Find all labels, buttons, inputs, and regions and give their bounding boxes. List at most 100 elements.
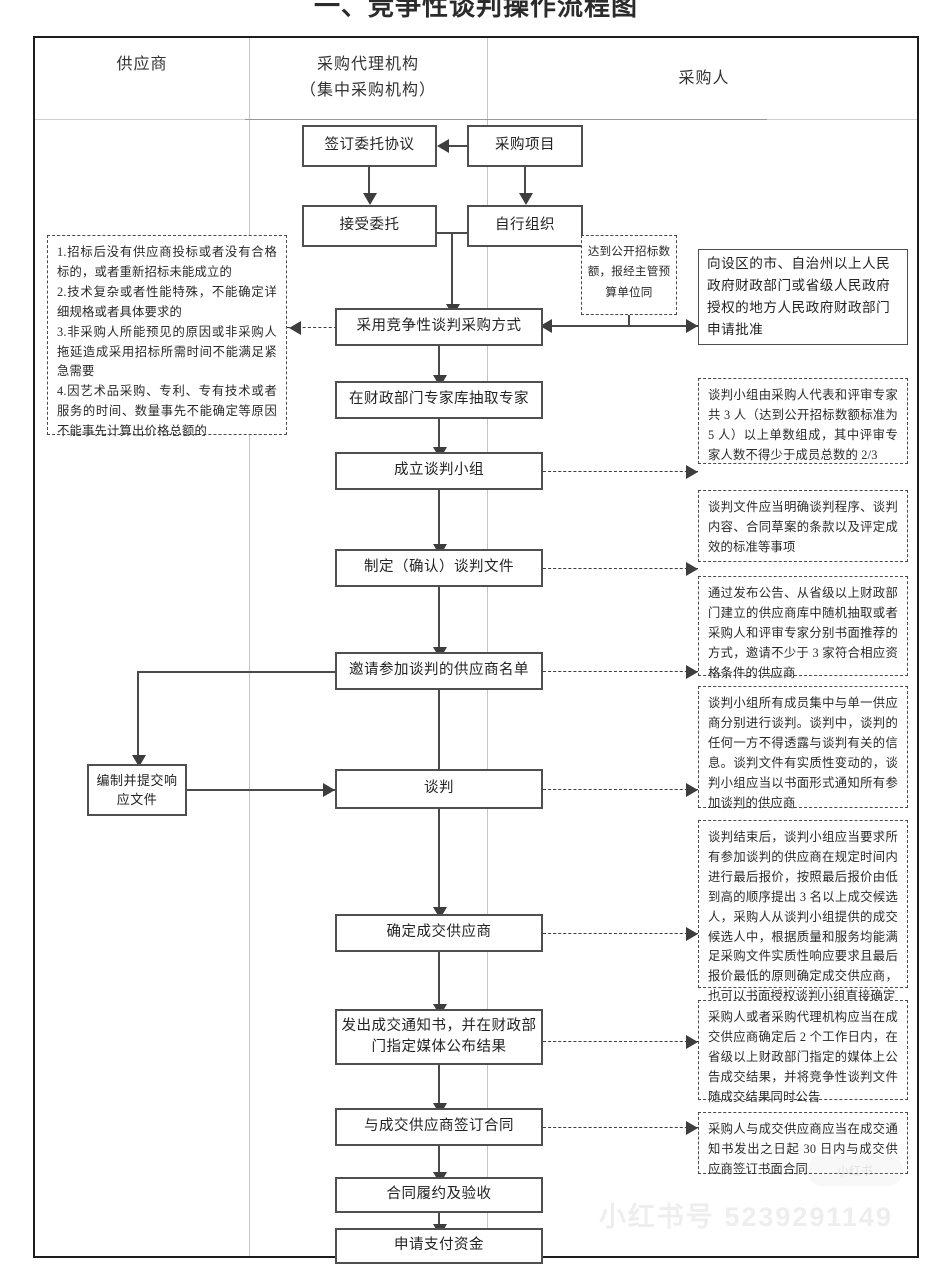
connector-invite-to-negotiation (438, 690, 440, 785)
connector-threshold-to-method (542, 325, 630, 327)
arrowhead-threshold-to-method (540, 319, 552, 333)
box-negotiation[interactable]: 谈判 (335, 769, 543, 809)
box-make-documents[interactable]: 制定（确认）谈判文件 (335, 549, 543, 587)
arrowhead-notice-to-note (686, 1035, 698, 1049)
connector-invite-to-supplier (137, 671, 337, 673)
watermark-badge-label: 小红书 (836, 1164, 873, 1178)
box-sign-agreement[interactable]: 签订委托协议 (302, 125, 437, 167)
watermark-badge: 小红书 (807, 1156, 903, 1186)
box-draw-experts[interactable]: 在财政部门专家库抽取专家 (335, 381, 543, 419)
arrowhead-group-to-note (686, 465, 698, 479)
box-purchase-project[interactable]: 采购项目 (467, 125, 583, 167)
arrowhead-negotiation-to-note (686, 783, 698, 797)
note-conditions-item-3: 3.非采购人所能预见的原因或非采购人拖延造成采用招标所需时间不能满足紧急需要 (57, 324, 277, 379)
box-apply-approval-label: 向设区的市、自治州以上人民政府财政部门或省级人民政府授权的地方人民政府财政部门申… (707, 255, 891, 338)
box-invite-list-label: 邀请参加谈判的供应商名单 (349, 662, 529, 679)
lane-header-purchaser: 采购人 (487, 66, 921, 92)
arrowhead-sign-to-accept (363, 193, 377, 205)
box-apply-payment[interactable]: 申请支付资金 (335, 1228, 543, 1264)
box-apply-approval[interactable]: 向设区的市、自治州以上人民政府财政部门或省级人民政府授权的地方人民政府财政部门申… (698, 249, 908, 345)
lane-header-purchaser-label: 采购人 (678, 70, 730, 87)
box-issue-notice[interactable]: 发出成交通知书，并在财政部门指定媒体公布结果 (335, 1009, 543, 1065)
box-make-documents-label: 制定（确认）谈判文件 (364, 559, 514, 576)
arrowhead-supplier-to-negotiation (323, 783, 335, 797)
connector-notice-to-contract (438, 1065, 440, 1107)
box-accept-entrust-label: 接受委托 (339, 217, 400, 234)
arrowhead-project-to-self (519, 193, 533, 205)
note-conditions-item-4: 4.因艺术品采购、专利、专有技术或者服务的时间、数量事先不能确定等原因不能事先计… (57, 384, 277, 439)
connector-negotiation-to-determine (438, 809, 440, 911)
box-invite-list[interactable]: 邀请参加谈判的供应商名单 (335, 652, 543, 690)
note-contract-deadline-label: 采购人与成交供应商应当在成交通知书发出之日起 30 日内与成交供应商签订书面合同 (708, 1122, 898, 1176)
note-announce-result-label: 采购人或者采购代理机构应当在成交供应商确定后 2 个工作日内，在省级以上财政部门… (708, 1010, 898, 1104)
header-divider-dark (245, 119, 767, 120)
connector-to-apply-approval (628, 325, 698, 327)
note-conditions-item-2: 2.技术复杂或者性能特殊，不能确定详细规格或者具体要求的 (57, 284, 277, 319)
note-group-composition: 谈判小组由采购人代表和评审专家共 3 人（达到公开招标数额标准为 5 人）以上单… (698, 378, 908, 464)
arrowhead-invite-to-note (686, 665, 698, 679)
connector-notice-to-note (543, 1041, 698, 1042)
note-documents-content-label: 谈判文件应当明确谈判程序、谈判内容、合同草案的条款以及评定成效的标准等事项 (708, 500, 898, 554)
connector-supplier-to-negotiation (187, 789, 335, 791)
arrowhead-conditions-to-method (289, 321, 301, 335)
box-apply-payment-label: 申请支付资金 (394, 1237, 484, 1254)
lane-separator-2 (487, 38, 488, 1256)
box-determine-supplier[interactable]: 确定成交供应商 (335, 914, 543, 952)
connector-negotiation-to-note (543, 789, 698, 790)
connector-method-to-experts (438, 346, 440, 379)
note-threshold: 达到公开招标数额，报经主管预算单位同 (581, 235, 677, 315)
lane-header-supplier-label: 供应商 (116, 56, 168, 73)
box-form-group[interactable]: 成立谈判小组 (335, 452, 543, 490)
arrowhead-determine-to-note (686, 927, 698, 941)
lane-header-agency-line1: 采购代理机构 (316, 56, 419, 73)
watermark: 小红书号 5239291149 (598, 1202, 893, 1232)
note-contract-deadline: 采购人与成交供应商应当在成交通知书发出之日起 30 日内与成交供应商签订书面合同 (698, 1112, 908, 1176)
box-contract-perform-label: 合同履约及验收 (386, 1186, 492, 1203)
box-accept-entrust[interactable]: 接受委托 (302, 205, 437, 247)
connector-determine-to-note (543, 933, 698, 934)
box-sign-contract[interactable]: 与成交供应商签订合同 (335, 1108, 543, 1146)
note-negotiation-rules: 谈判小组所有成员集中与单一供应商分别进行谈判。谈判中，谈判的任何一方不得透露与谈… (698, 686, 908, 810)
arrowhead-to-apply-approval (686, 319, 698, 333)
box-determine-supplier-label: 确定成交供应商 (386, 924, 492, 941)
box-prepare-response-label: 编制并提交响应文件 (96, 772, 178, 808)
note-documents-content: 谈判文件应当明确谈判程序、谈判内容、合同草案的条款以及评定成效的标准等事项 (698, 490, 908, 562)
page-title: 一、竞争性谈判操作流程图 (313, 0, 638, 21)
box-sign-contract-label: 与成交供应商签订合同 (364, 1118, 514, 1135)
box-adopt-method[interactable]: 采用竞争性谈判采购方式 (335, 308, 543, 346)
flowchart-frame: 供应商 采购代理机构 （集中采购机构） 采购人 签订委托协议 采购项目 接受委托… (33, 36, 921, 1264)
box-form-group-label: 成立谈判小组 (394, 462, 484, 479)
box-contract-perform[interactable]: 合同履约及验收 (335, 1177, 543, 1213)
arrowhead-documents-to-note (686, 562, 698, 576)
note-conditions: 1.招标后没有供应商投标或者没有合格标的，或者重新招标未能成立的 2.技术复杂或… (47, 235, 287, 438)
lane-header-agency: 采购代理机构 （集中采购机构） (249, 52, 487, 104)
connector-project-to-self (524, 167, 526, 196)
note-final-quote: 谈判结束后，谈判小组应当要求所有参加谈判的供应商在规定时间内进行最后报价，按照最… (698, 820, 908, 1003)
connector-experts-to-group (438, 419, 440, 451)
arrowhead-contract-to-note (686, 1121, 698, 1135)
note-announce-result: 采购人或者采购代理机构应当在成交供应商确定后 2 个工作日内，在省级以上财政部门… (698, 1000, 908, 1104)
connector-join-down (451, 232, 453, 308)
box-self-organize-label: 自行组织 (495, 217, 555, 234)
connector-contract-to-perform (438, 1146, 440, 1176)
connector-group-to-note (543, 471, 698, 472)
connector-invite-to-supplier-down (137, 671, 139, 759)
connector-documents-to-invite (438, 587, 440, 651)
note-conditions-item-1: 1.招标后没有供应商投标或者没有合格标的，或者重新招标未能成立的 (57, 245, 277, 279)
box-negotiation-label: 谈判 (424, 780, 454, 797)
lane-header-supplier: 供应商 (35, 52, 249, 78)
box-prepare-response[interactable]: 编制并提交响应文件 (87, 764, 187, 816)
note-invite-method: 通过发布公告、从省级以上财政部门建立的供应商库中随机抽取或者采购人和评审专家分别… (698, 576, 908, 680)
box-draw-experts-label: 在财政部门专家库抽取专家 (349, 391, 529, 408)
connector-project-to-sign (449, 145, 467, 147)
note-negotiation-rules-label: 谈判小组所有成员集中与单一供应商分别进行谈判。谈判中，谈判的任何一方不得透露与谈… (708, 696, 898, 810)
connector-determine-to-notice (438, 952, 440, 1008)
connector-threshold-down (628, 315, 630, 327)
connector-documents-to-note (543, 568, 698, 569)
box-issue-notice-label: 发出成交通知书，并在财政部门指定媒体公布结果 (341, 1017, 537, 1055)
arrowhead-project-to-sign (437, 139, 449, 153)
note-final-quote-label: 谈判结束后，谈判小组应当要求所有参加谈判的供应商在规定时间内进行最后报价，按照最… (708, 830, 898, 1004)
box-adopt-method-label: 采用竞争性谈判采购方式 (356, 318, 522, 335)
box-purchase-project-label: 采购项目 (495, 137, 555, 154)
box-self-organize[interactable]: 自行组织 (467, 205, 583, 247)
